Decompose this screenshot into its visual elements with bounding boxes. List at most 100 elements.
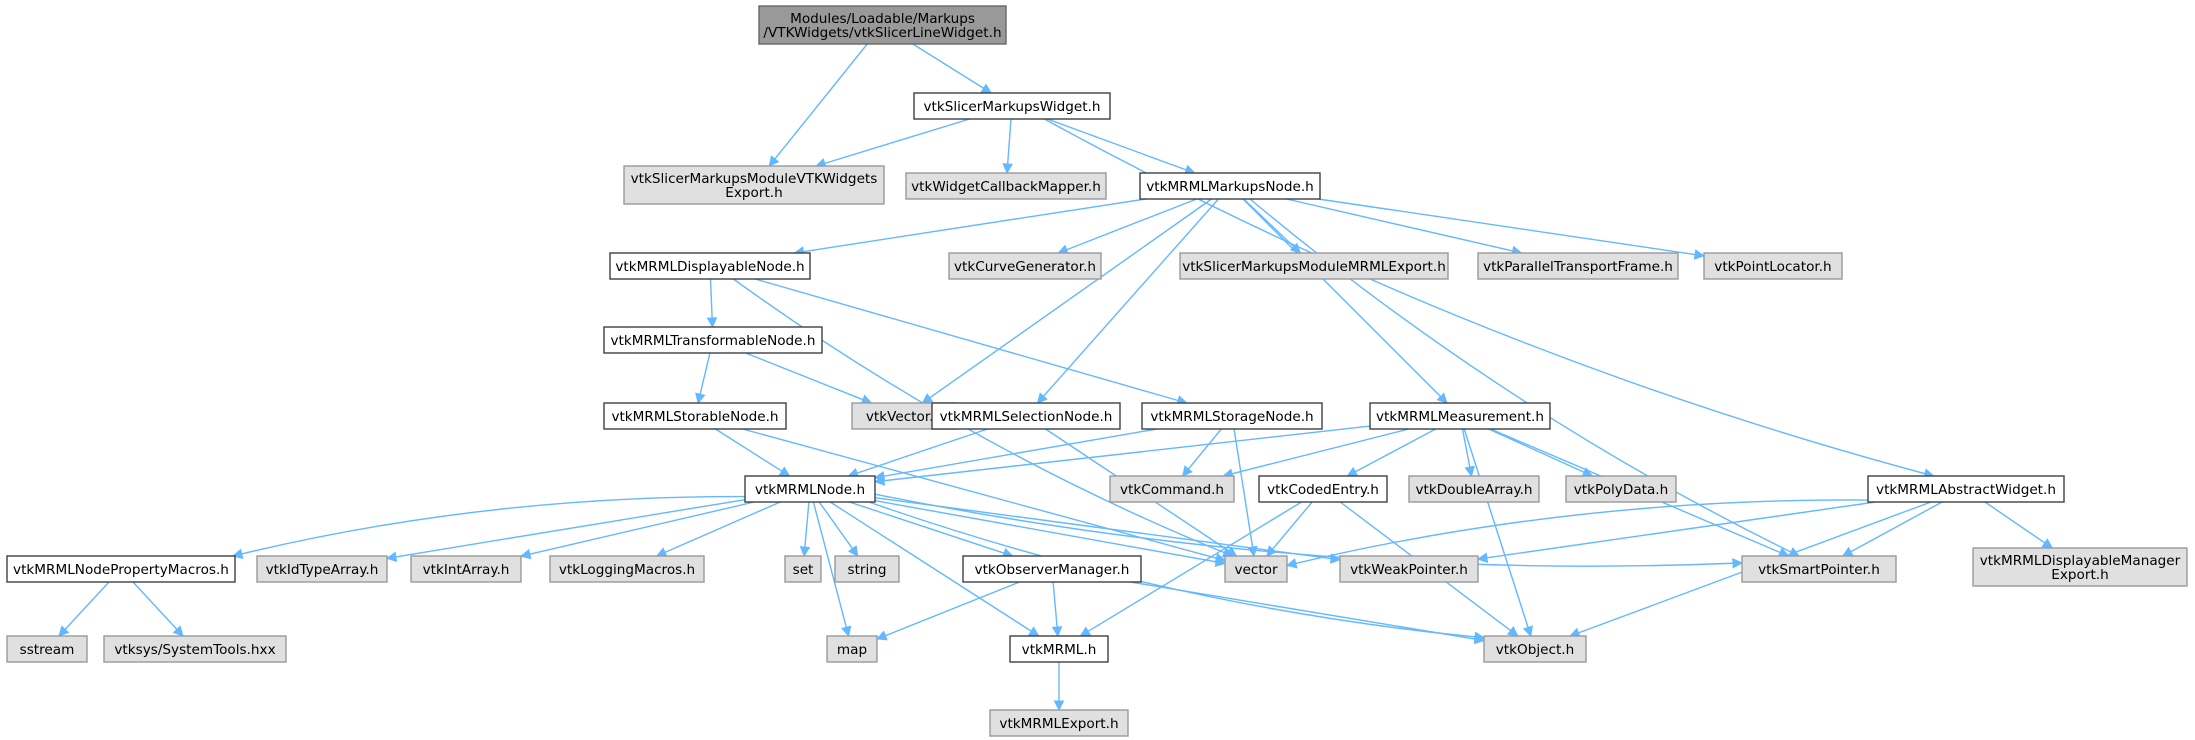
- edge-vtkMRMLStorageNode-to-vector: [1233, 428, 1258, 558]
- node-vtkMRML[interactable]: vtkMRML.h: [1009, 635, 1109, 663]
- edge-vtkMRMLMarkupsNode-to-vtkCurveGenerator: [1057, 198, 1197, 255]
- edge-line: [818, 501, 854, 550]
- node-label: vtkMRMLSelectionNode.h: [940, 409, 1113, 425]
- node-label: vtkParallelTransportFrame.h: [1483, 259, 1673, 275]
- edge-arrowhead: [58, 625, 70, 637]
- node-label: sstream: [20, 642, 75, 658]
- node-label: vtkIdTypeArray.h: [266, 562, 379, 578]
- edge-arrowhead: [2041, 538, 2054, 549]
- node-label: vtkPolyData.h: [1574, 482, 1669, 498]
- node-box: [609, 252, 811, 280]
- edge-arrowhead: [1476, 552, 1489, 563]
- node-label: vtkMRMLNode.h: [755, 482, 865, 498]
- edge-arrowhead: [875, 630, 888, 641]
- node-label: vtkIntArray.h: [423, 562, 510, 578]
- edge-vtkMRMLMeasurement-to-vtkObject: [1463, 428, 1533, 638]
- edge-line: [1488, 428, 1585, 473]
- node-box: [931, 402, 1121, 430]
- node-vtkMRMLNode[interactable]: vtkMRMLNode.h: [744, 475, 876, 503]
- edge-line: [1047, 118, 1187, 171]
- edge-arrowhead: [873, 475, 886, 486]
- edge-vtkMRMLNode-to-vtkMRMLNodePropertyMacros: [231, 495, 746, 559]
- node-vtkMRMLTransformableNode[interactable]: vtkMRMLTransformableNode.h: [603, 326, 823, 354]
- edge-vtkMRMLMarkupsNode-to-vtkVector: [921, 198, 1212, 404]
- node-box: [603, 402, 787, 430]
- node-label: vtkSmartPointer.h: [1758, 562, 1880, 578]
- node-vtkMRMLMarkupsNode[interactable]: vtkMRMLMarkupsNode.h: [1139, 172, 1321, 200]
- edge-line: [699, 352, 711, 395]
- node-vtkIntArray: vtkIntArray.h: [410, 555, 522, 583]
- node-vtkCodedEntry[interactable]: vtkCodedEntry.h: [1258, 475, 1388, 503]
- node-box: [913, 92, 1111, 120]
- node-vtkMRMLAbstractWidget[interactable]: vtkMRMLAbstractWidget.h: [1867, 475, 2065, 503]
- node-vtkMRMLDisplayableNode[interactable]: vtkMRMLDisplayableNode.h: [609, 252, 811, 280]
- edge-vtkMRMLNode-to-vtkIntArray: [519, 501, 755, 560]
- node-label: vtkWeakPointer.h: [1350, 562, 1468, 578]
- edge-vtkMRMLNode-to-vtkSmartPointer: [874, 493, 1744, 569]
- edge-vtkObserverManager-to-vtkObject: [1130, 581, 1486, 645]
- node-vtkWeakPointer: vtkWeakPointer.h: [1339, 555, 1479, 583]
- node-vtkSlicerMarkupsWidget[interactable]: vtkSlicerMarkupsWidget.h: [913, 92, 1111, 120]
- edge-line: [742, 428, 1217, 559]
- node-box: [784, 555, 822, 583]
- edge-vtkSlicerMarkupsWidget-to-vtkSlicerMarkupsModuleVTKWidgetsExport: [814, 118, 970, 169]
- node-label: vtkMRMLDisplayableManager: [1980, 553, 2181, 569]
- node-box: [256, 555, 388, 583]
- node-vtkMRMLStorageNode[interactable]: vtkMRMLStorageNode.h: [1141, 402, 1323, 430]
- edge-line: [733, 278, 1225, 554]
- node-label: vtkSlicerMarkupsModuleVTKWidgets: [631, 171, 878, 187]
- edge-arrowhead: [1732, 557, 1744, 569]
- edge-line: [715, 428, 783, 472]
- edge-vtkObserverManager-to-vtkMRML: [1051, 581, 1063, 638]
- edge-arrowhead: [1036, 392, 1048, 404]
- node-map: map: [826, 635, 878, 663]
- edge-vtkMRMLMeasurement-to-vtkPolyData: [1488, 428, 1594, 477]
- node-vtkLoggingMacros: vtkLoggingMacros.h: [549, 555, 705, 583]
- node-box: [103, 635, 287, 663]
- node-box: [1339, 555, 1479, 583]
- edge-line: [64, 581, 110, 630]
- node-vtkMRMLSelectionNode[interactable]: vtkMRMLSelectionNode.h: [931, 402, 1121, 430]
- edge-line: [874, 493, 1734, 567]
- edge-vtkCodedEntry-to-vector: [1266, 501, 1313, 557]
- node-box: [1703, 252, 1843, 280]
- node-label: Modules/Loadable/Markups: [790, 11, 975, 27]
- node-label: vtkVector.h: [866, 409, 942, 425]
- node-vtkCommand: vtkCommand.h: [1109, 475, 1235, 503]
- node-vtkMRMLNodePropertyMacros[interactable]: vtkMRMLNodePropertyMacros.h: [6, 555, 236, 583]
- node-box: [1741, 555, 1897, 583]
- node-vtkPolyData: vtkPolyData.h: [1565, 475, 1677, 503]
- node-vtkMRMLMeasurement[interactable]: vtkMRMLMeasurement.h: [1369, 402, 1551, 430]
- edge-line: [829, 501, 1032, 632]
- node-box: [1258, 475, 1388, 503]
- edge-vtkMRMLNode-to-string: [818, 501, 859, 557]
- edge-arrowhead: [1506, 626, 1519, 637]
- edge-line: [883, 428, 1157, 477]
- edge-arrowhead: [1053, 700, 1065, 712]
- node-box: [6, 555, 236, 583]
- edge-vtkMRMLDisplayableNode-to-vtkMRMLTransformableNode: [706, 278, 718, 329]
- edge-root-to-vtkSlicerMarkupsWidget: [912, 43, 993, 94]
- node-box: [410, 555, 522, 583]
- node-box: [623, 165, 885, 205]
- node-vtkSmartPointer: vtkSmartPointer.h: [1741, 555, 1897, 583]
- edge-arrowhead: [1266, 545, 1278, 557]
- node-label: vtkMRML.h: [1022, 642, 1097, 658]
- node-vtkMRMLStorableNode[interactable]: vtkMRMLStorableNode.h: [603, 402, 787, 430]
- edge-line: [395, 498, 746, 558]
- edge-line: [1231, 428, 1409, 475]
- edge-line: [849, 501, 1005, 554]
- node-label: vtkSlicerMarkupsModuleMRMLExport.h: [1182, 259, 1446, 275]
- edge-line: [1242, 198, 1442, 398]
- edge-line: [1355, 428, 1436, 473]
- edge-arrowhead: [1027, 626, 1040, 637]
- node-box: [834, 555, 900, 583]
- edge-arrowhead: [1346, 466, 1359, 477]
- edge-root-to-vtkSlicerMarkupsModuleVTKWidgetsExport: [768, 43, 868, 167]
- node-label: map: [837, 642, 867, 658]
- edge-vtkMRMLNodePropertyMacros-to-sstream: [58, 581, 110, 637]
- node-vtkObserverManager[interactable]: vtkObserverManager.h: [962, 555, 1142, 583]
- edge-vtkMRMLNode-to-set: [799, 501, 811, 558]
- edge-vtkMRMLMarkupsNode-to-vtkMRMLSelectionNode: [1036, 198, 1219, 404]
- edge-line: [1130, 581, 1476, 640]
